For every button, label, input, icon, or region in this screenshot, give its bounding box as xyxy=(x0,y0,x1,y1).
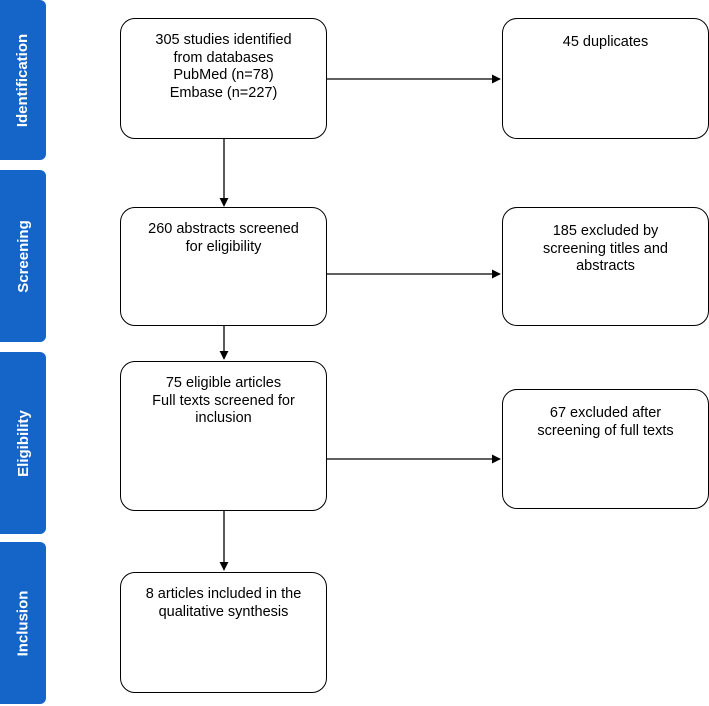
box-text-line: inclusion xyxy=(195,410,252,426)
box-text-line: 45 duplicates xyxy=(562,34,649,50)
box-text-line: abstracts xyxy=(576,258,635,274)
box-text-line: screening titles and xyxy=(543,240,668,257)
box-duplicates: 45 duplicates xyxy=(502,18,709,139)
box-text-line: 185 excluded by xyxy=(552,223,659,239)
box-text-line: 8 articles included in the xyxy=(145,586,302,602)
box-text-line: screening of full texts xyxy=(537,422,674,439)
box-identified: 305 studies identified from databases Pu… xyxy=(120,18,327,139)
stage-tab-inclusion: Inclusion xyxy=(0,542,46,704)
box-included: 8 articles included in the qualitative s… xyxy=(120,572,327,693)
box-text-line: for eligibility xyxy=(185,238,262,255)
box-eligible: 75 eligible articles Full texts screened… xyxy=(120,361,327,511)
box-text-line: Full texts screened for xyxy=(152,392,295,409)
stage-tab-eligibility: Eligibility xyxy=(0,352,46,534)
box-text-line: 260 abstracts screened xyxy=(148,221,299,237)
box-text-line: from databases xyxy=(173,49,274,66)
box-text-line: Embase (n=227) xyxy=(169,84,278,101)
stage-tab-identification: Identification xyxy=(0,0,46,160)
box-text-line: 75 eligible articles xyxy=(165,375,282,391)
box-screened: 260 abstracts screened for eligibility xyxy=(120,207,327,326)
box-text-line: 305 studies identified xyxy=(155,32,292,48)
stage-tab-screening: Screening xyxy=(0,170,46,342)
box-text-line: 67 excluded after xyxy=(549,405,662,421)
box-excluded-screening: 185 excluded by screening titles and abs… xyxy=(502,207,709,326)
box-text-line: qualitative synthesis xyxy=(158,603,289,620)
box-text-line: PubMed (n=78) xyxy=(173,67,274,83)
box-excluded-fulltext: 67 excluded after screening of full text… xyxy=(502,389,709,509)
